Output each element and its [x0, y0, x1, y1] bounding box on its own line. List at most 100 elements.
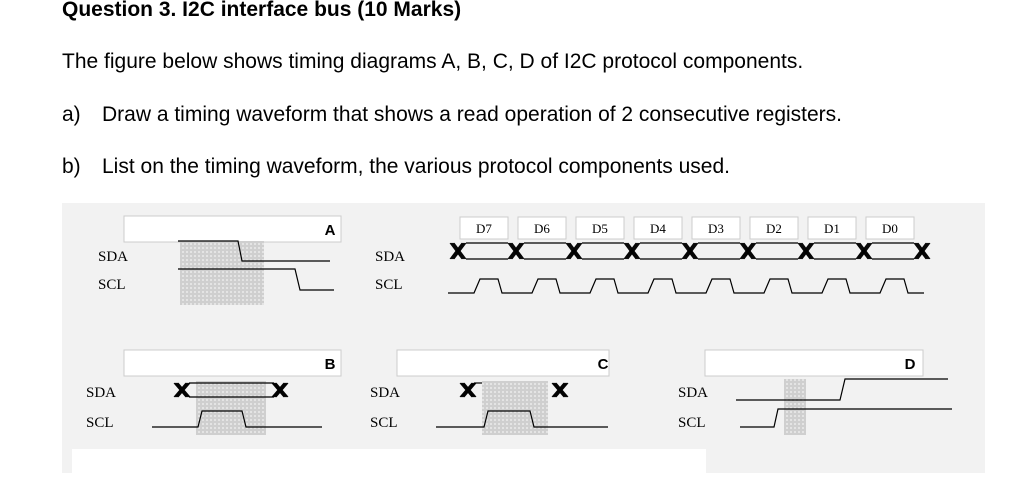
- panel-c-sda-x-left-stroke: [461, 382, 475, 398]
- panel-b-sda-x-left-stroke: [177, 382, 191, 398]
- bit-label-d4: D4: [650, 221, 666, 236]
- sda-transition-mark-stroke: [508, 242, 522, 260]
- sda-transition-mark: [797, 242, 815, 260]
- bit-label-box: [749, 216, 799, 240]
- item-b-label: b): [62, 155, 81, 178]
- panel-b-scl-wave: [152, 410, 322, 428]
- sda-transition-mark-stroke: [683, 242, 697, 260]
- sda-transition-mark-stroke: [682, 242, 696, 260]
- sda-transition-mark-stroke: [684, 242, 698, 260]
- panel-a-sda-label: SDA: [98, 249, 128, 265]
- sda-transition-mark-stroke: [450, 242, 464, 260]
- bit-label-box: [633, 216, 683, 240]
- sda-transition-mark: [913, 242, 931, 260]
- sda-transition-mark: [739, 242, 757, 260]
- panel-c-sda-x-right-stroke: [554, 382, 568, 398]
- sda-transition-mark-stroke: [914, 242, 928, 260]
- sda-transition-mark-stroke: [799, 242, 813, 260]
- bit-label-box: [865, 216, 915, 240]
- panel-b-sda-x-right: [271, 382, 289, 398]
- panel-b-sda-x-left-stroke: [175, 382, 189, 398]
- bit-label-d0: D0: [882, 221, 898, 236]
- panel-d-sda-label: SDA: [678, 385, 708, 401]
- sda-transition-mark-stroke: [855, 242, 869, 260]
- bit-label-d5: D5: [592, 221, 608, 236]
- panel-b-sda-label: SDA: [86, 385, 116, 401]
- panel-c-sda-x-left-stroke: [463, 382, 477, 398]
- sda-transition-mark-stroke: [509, 242, 523, 260]
- panel-b-sda-x-right-stroke: [271, 382, 285, 398]
- panel-d-label: D: [905, 356, 916, 373]
- panel-b-sda-x-right-stroke: [272, 382, 286, 398]
- panel-b-sda-x-right-stroke: [275, 382, 289, 398]
- bit-label-d7: D7: [476, 221, 492, 236]
- item-b-text: List on the timing waveform, the various…: [102, 155, 730, 178]
- panel-c-sda-x-left-stroke: [462, 382, 476, 398]
- panel-c: C SDA SCL: [370, 349, 610, 435]
- sda-transition-mark-stroke: [627, 242, 641, 260]
- sda-transition-mark-stroke: [916, 242, 930, 260]
- sda-transition-mark: [565, 242, 583, 260]
- item-a-text: Draw a timing waveform that shows a read…: [102, 103, 843, 126]
- sda-transition-mark-stroke: [567, 242, 581, 260]
- question-title: Question 3. I2C interface bus (10 Marks): [62, 0, 462, 21]
- sda-transition-mark-stroke: [743, 242, 757, 260]
- panel-c-sda-x-right-stroke: [551, 382, 565, 398]
- sda-transition-mark-stroke: [568, 242, 582, 260]
- panel-c-sda-x-right-stroke: [552, 382, 566, 398]
- panel-c-sda-label: SDA: [370, 385, 400, 401]
- panel-b-sda-marks: [173, 382, 289, 398]
- sda-transition-mark-stroke: [685, 242, 699, 260]
- sda-transition-mark-stroke: [800, 242, 814, 260]
- sda-transition-mark: [449, 242, 467, 260]
- sda-transition-mark-stroke: [510, 242, 524, 260]
- panel-a-shade: [180, 241, 264, 305]
- panel-d-shade: [784, 379, 806, 435]
- sda-transition-mark-stroke: [623, 242, 637, 260]
- bit-label-box: [691, 216, 741, 240]
- item-a-label: a): [62, 103, 81, 126]
- sda-transition-mark-stroke: [856, 242, 870, 260]
- bit-label-d6: D6: [534, 221, 550, 236]
- panel-c-label-box: [396, 349, 610, 377]
- panel-d-scl-wave: [740, 408, 952, 428]
- sda-transition-mark-stroke: [739, 242, 753, 260]
- panel-d-scl-label: SCL: [678, 415, 706, 431]
- panel-b-sda-x-right-stroke: [274, 382, 288, 398]
- sda-transition-mark-stroke: [565, 242, 579, 260]
- sda-transition-mark-stroke: [681, 242, 695, 260]
- sda-transition-mark: [507, 242, 525, 260]
- panel-c-scl-label: SCL: [370, 415, 398, 431]
- panel-b-sda-x-left: [173, 382, 191, 398]
- sda-transition-mark-stroke: [798, 242, 812, 260]
- panel-c-sda-x-right-stroke: [555, 382, 569, 398]
- sda-transition-mark-stroke: [917, 242, 931, 260]
- sda-transition-mark-stroke: [741, 242, 755, 260]
- sda-transition-mark-stroke: [913, 242, 927, 260]
- sda-transition-mark-stroke: [451, 242, 465, 260]
- sda-transition-mark-stroke: [452, 242, 466, 260]
- sda-transition-mark-stroke: [449, 242, 463, 260]
- question-intro: The figure below shows timing diagrams A…: [62, 50, 804, 73]
- panel-d-label-box: [704, 349, 924, 377]
- sda-transition-mark-stroke: [624, 242, 638, 260]
- sda-transition-mark-stroke: [569, 242, 583, 260]
- sda-transition-mark-stroke: [740, 242, 754, 260]
- panel-a-label: A: [325, 222, 336, 239]
- panel-b-sda-x-right-stroke: [273, 382, 287, 398]
- sda-transition-mark-stroke: [507, 242, 521, 260]
- panel-d: D SDA SCL: [678, 349, 952, 435]
- panel-a-scl-wave: [178, 268, 334, 291]
- data-panel-sda-label: SDA: [375, 249, 405, 265]
- sda-transition-mark-stroke: [797, 242, 811, 260]
- panel-a-label-box: [123, 215, 342, 243]
- sda-transition-mark-stroke: [859, 242, 873, 260]
- panel-b-label: B: [325, 356, 336, 373]
- panel-a: A SDA SCL: [98, 215, 342, 305]
- sda-transition-mark-stroke: [453, 242, 467, 260]
- sda-transition-mark-stroke: [915, 242, 929, 260]
- bit-label-box: [517, 216, 567, 240]
- panel-b-sda-x-left-stroke: [176, 382, 190, 398]
